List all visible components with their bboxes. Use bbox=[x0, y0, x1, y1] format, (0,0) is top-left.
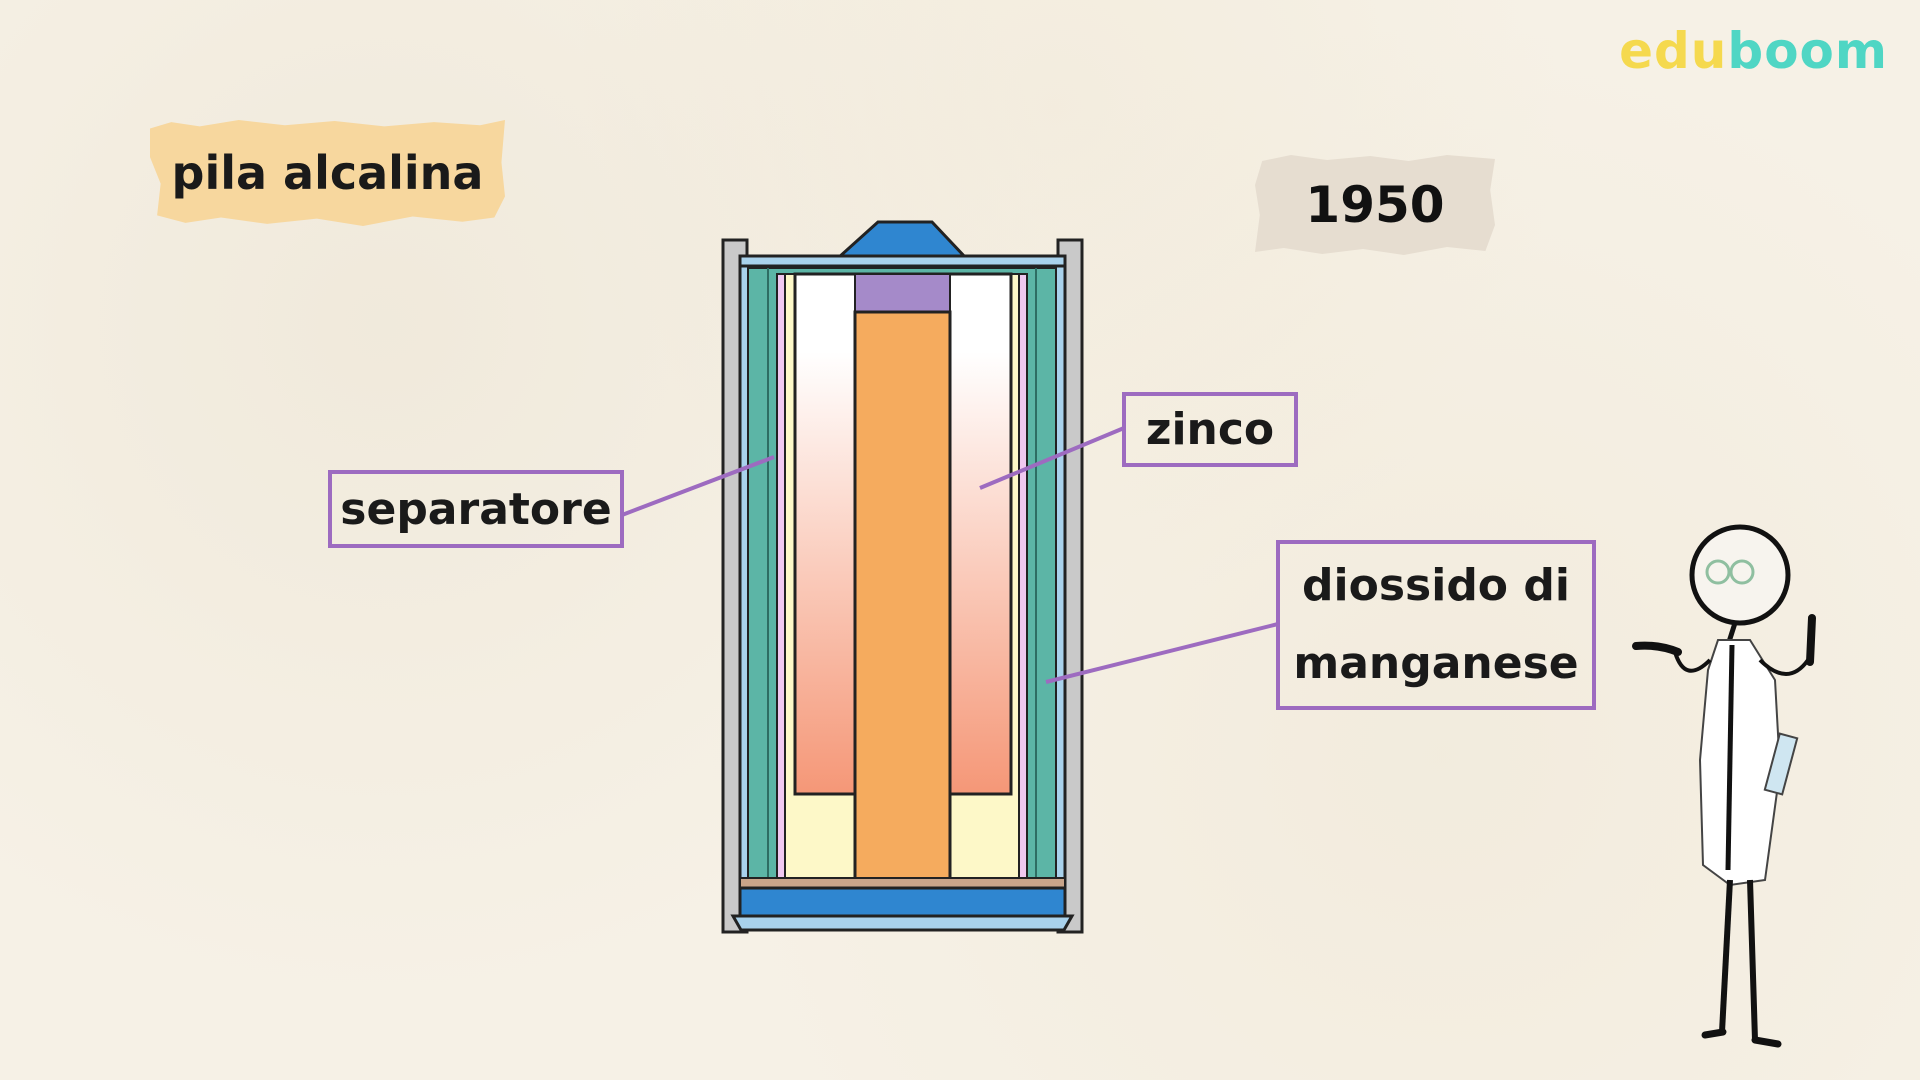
positive-terminal bbox=[834, 220, 970, 260]
logo-boom: boom bbox=[1727, 22, 1888, 80]
right-leg bbox=[1747, 879, 1758, 1041]
year-card-background bbox=[1255, 155, 1495, 255]
eduboom-logo: eduboom bbox=[1619, 22, 1888, 80]
collector-cap bbox=[854, 273, 951, 315]
left-hand bbox=[1632, 641, 1682, 656]
clipboard bbox=[1763, 732, 1799, 796]
separatore-label-text: separatore bbox=[340, 483, 612, 535]
separatore-leader-line bbox=[621, 455, 775, 517]
zinco-label-text: zinco bbox=[1145, 404, 1275, 455]
right-hand bbox=[1806, 614, 1816, 666]
scientist-character bbox=[1632, 524, 1816, 1048]
diossido-label-line1: diossido di bbox=[1302, 560, 1570, 611]
scientist-head bbox=[1689, 524, 1791, 626]
right-foot bbox=[1751, 1036, 1782, 1048]
negative-terminal bbox=[738, 886, 1067, 918]
bottom-cap bbox=[730, 914, 1075, 932]
left-foot bbox=[1701, 1028, 1727, 1039]
current-collector-rod bbox=[853, 310, 952, 918]
year-label: 1950 bbox=[1305, 176, 1445, 234]
diossido-leader-line bbox=[1045, 622, 1279, 684]
diossido-label-line2: manganese bbox=[1293, 638, 1579, 689]
zinco-leader-line bbox=[979, 426, 1125, 490]
left-leg bbox=[1719, 879, 1733, 1033]
separatore-label: separatore bbox=[328, 470, 624, 548]
title-card-background bbox=[150, 120, 505, 226]
right-arm bbox=[1758, 658, 1810, 676]
lab-coat bbox=[1698, 639, 1782, 887]
logo-edu: edu bbox=[1619, 22, 1728, 80]
diossido-di-manganese-label: diossido di manganese bbox=[1276, 540, 1596, 710]
top-plate bbox=[738, 254, 1067, 268]
left-arm bbox=[1673, 651, 1712, 673]
zinco-label: zinco bbox=[1122, 392, 1298, 467]
lab-coat-center bbox=[1725, 644, 1735, 871]
slide-title: pila alcalina bbox=[171, 146, 484, 200]
